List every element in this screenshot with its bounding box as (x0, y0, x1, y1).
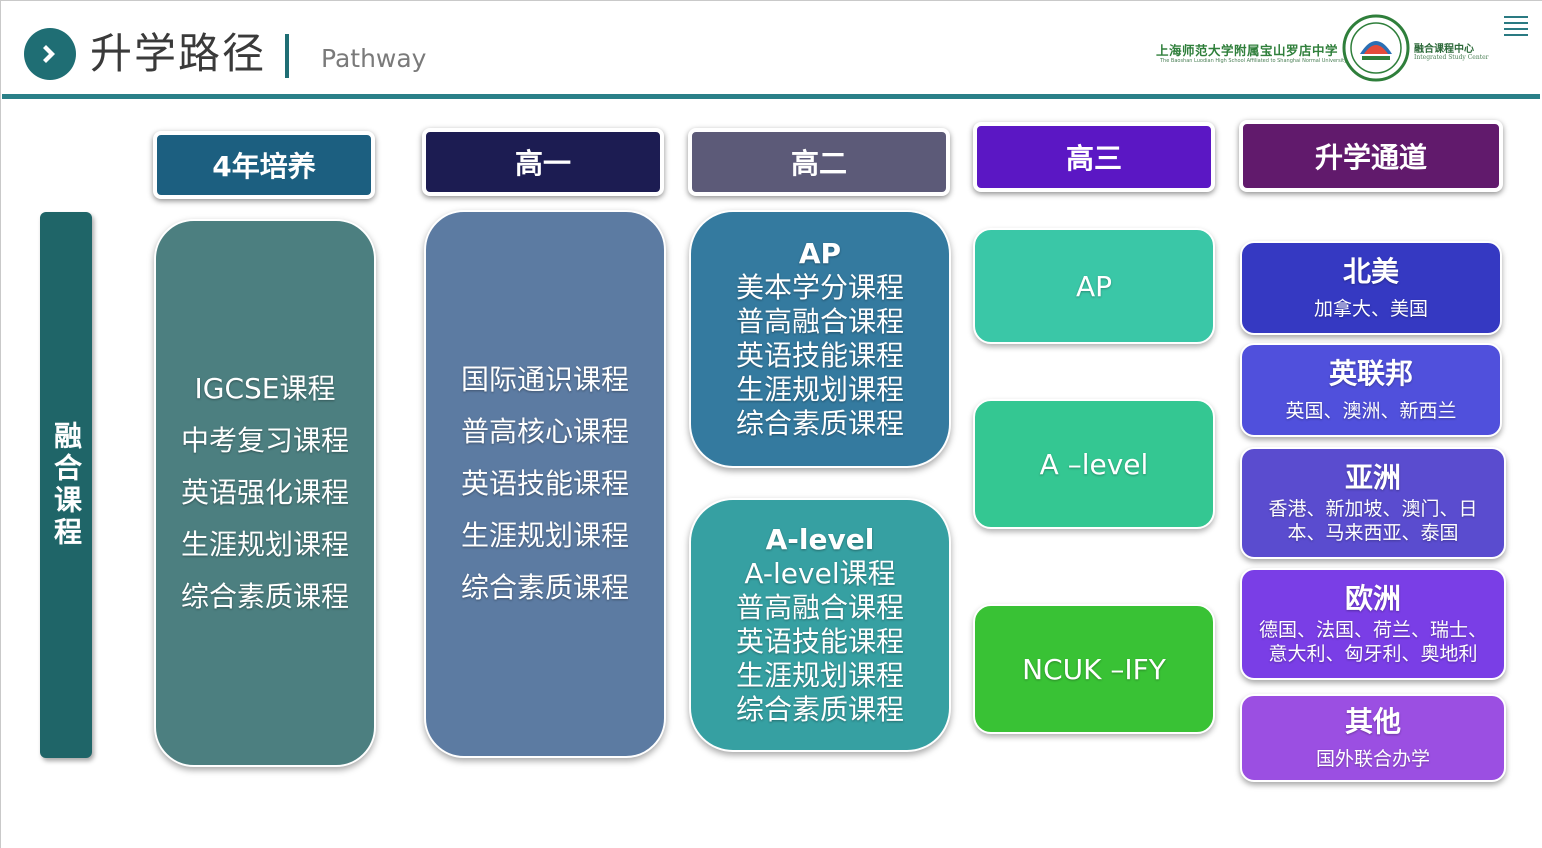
course-item: 综合素质课程 (735, 693, 904, 726)
course-item: A-level课程 (744, 557, 896, 590)
course-item: 英语技能课程 (735, 339, 904, 372)
course-item: 英语技能课程 (460, 467, 629, 500)
course-item: 普高融合课程 (735, 305, 904, 338)
track-title: AP (798, 237, 842, 270)
integrated-courses-label: 融合课程 (40, 212, 92, 758)
center-name-en: Integrated Study Center (1414, 54, 1489, 61)
destination-name: 英联邦 (1328, 357, 1413, 390)
course-item: 综合素质课程 (180, 580, 349, 613)
destination-asia: 亚洲 香港、新加坡、澳门、日本、马来西亚、泰国 (1240, 447, 1506, 559)
title-divider (285, 34, 289, 78)
four-year-courses-block: IGCSE课程 中考复习课程 英语强化课程 生涯规划课程 综合素质课程 (154, 219, 376, 767)
column-header-grade11: 高二 (688, 128, 950, 196)
course-item: 生涯规划课程 (735, 373, 904, 406)
destination-north-america: 北美 加拿大、美国 (1240, 241, 1502, 335)
course-item: 国际通识课程 (460, 363, 629, 396)
grade12-ncuk-ify-track: NCUK –IFY (973, 604, 1215, 734)
column-header-pathways: 升学通道 (1239, 120, 1503, 192)
grade12-alevel-track: A –level (973, 399, 1215, 529)
destination-countries: 国外联合办学 (1315, 748, 1430, 770)
grade11-ap-block: AP 美本学分课程 普高融合课程 英语技能课程 生涯规划课程 综合素质课程 (689, 210, 951, 468)
course-item: 普高核心课程 (460, 415, 629, 448)
destination-europe: 欧洲 德国、法国、荷兰、瑞士、意大利、匈牙利、奥地利 (1240, 568, 1506, 680)
course-item: IGCSE课程 (194, 372, 336, 405)
grade12-ap-track: AP (973, 228, 1215, 344)
school-name-en: The Baoshan Luodian High School Affiliat… (1160, 58, 1347, 64)
chevron-right-icon (24, 28, 76, 80)
course-item: 中考复习课程 (180, 424, 349, 457)
course-item: 综合素质课程 (735, 407, 904, 440)
course-item: 英语技能课程 (735, 625, 904, 658)
destination-countries: 香港、新加坡、澳门、日本、马来西亚、泰国 (1268, 498, 1478, 544)
destination-countries: 加拿大、美国 (1313, 298, 1428, 320)
track-title: A-level (765, 523, 875, 556)
grade11-alevel-block: A-level A-level课程 普高融合课程 英语技能课程 生涯规划课程 综… (689, 498, 951, 752)
destination-countries: 德国、法国、荷兰、瑞士、意大利、匈牙利、奥地利 (1258, 619, 1487, 665)
page-title: 升学路径 (90, 29, 267, 78)
school-emblem-icon (1342, 14, 1410, 82)
course-item: 生涯规划课程 (180, 528, 349, 561)
column-header-four-year: 4年培养 (153, 131, 375, 199)
school-name: 上海师范大学附属宝山罗店中学 (1156, 43, 1339, 58)
destination-name: 亚洲 (1344, 461, 1401, 494)
destination-countries: 英国、澳洲、新西兰 (1285, 400, 1457, 422)
course-item: 生涯规划课程 (735, 659, 904, 692)
course-item: 综合素质课程 (460, 571, 629, 604)
course-item: 普高融合课程 (735, 591, 904, 624)
page-subtitle: Pathway (321, 44, 427, 73)
center-name: 融合课程中心 (1414, 44, 1474, 55)
grade10-courses-block: 国际通识课程 普高核心课程 英语技能课程 生涯规划课程 综合素质课程 (424, 210, 666, 758)
destination-name: 北美 (1342, 255, 1399, 288)
frame-left-border (0, 0, 1, 848)
menu-icon[interactable] (1504, 16, 1528, 38)
column-header-grade10: 高一 (422, 128, 664, 196)
destination-commonwealth: 英联邦 英国、澳洲、新西兰 (1240, 343, 1502, 437)
destination-name: 其他 (1344, 705, 1401, 738)
destination-other: 其他 国外联合办学 (1240, 694, 1506, 782)
course-item: 英语强化课程 (180, 476, 349, 509)
course-item: 美本学分课程 (735, 271, 904, 304)
frame-top-border (0, 0, 1542, 1)
header-divider (2, 94, 1540, 99)
column-header-grade12: 高三 (973, 122, 1215, 192)
side-label-text: 融合课程 (50, 421, 83, 549)
destination-name: 欧洲 (1344, 582, 1401, 615)
course-item: 生涯规划课程 (460, 519, 629, 552)
